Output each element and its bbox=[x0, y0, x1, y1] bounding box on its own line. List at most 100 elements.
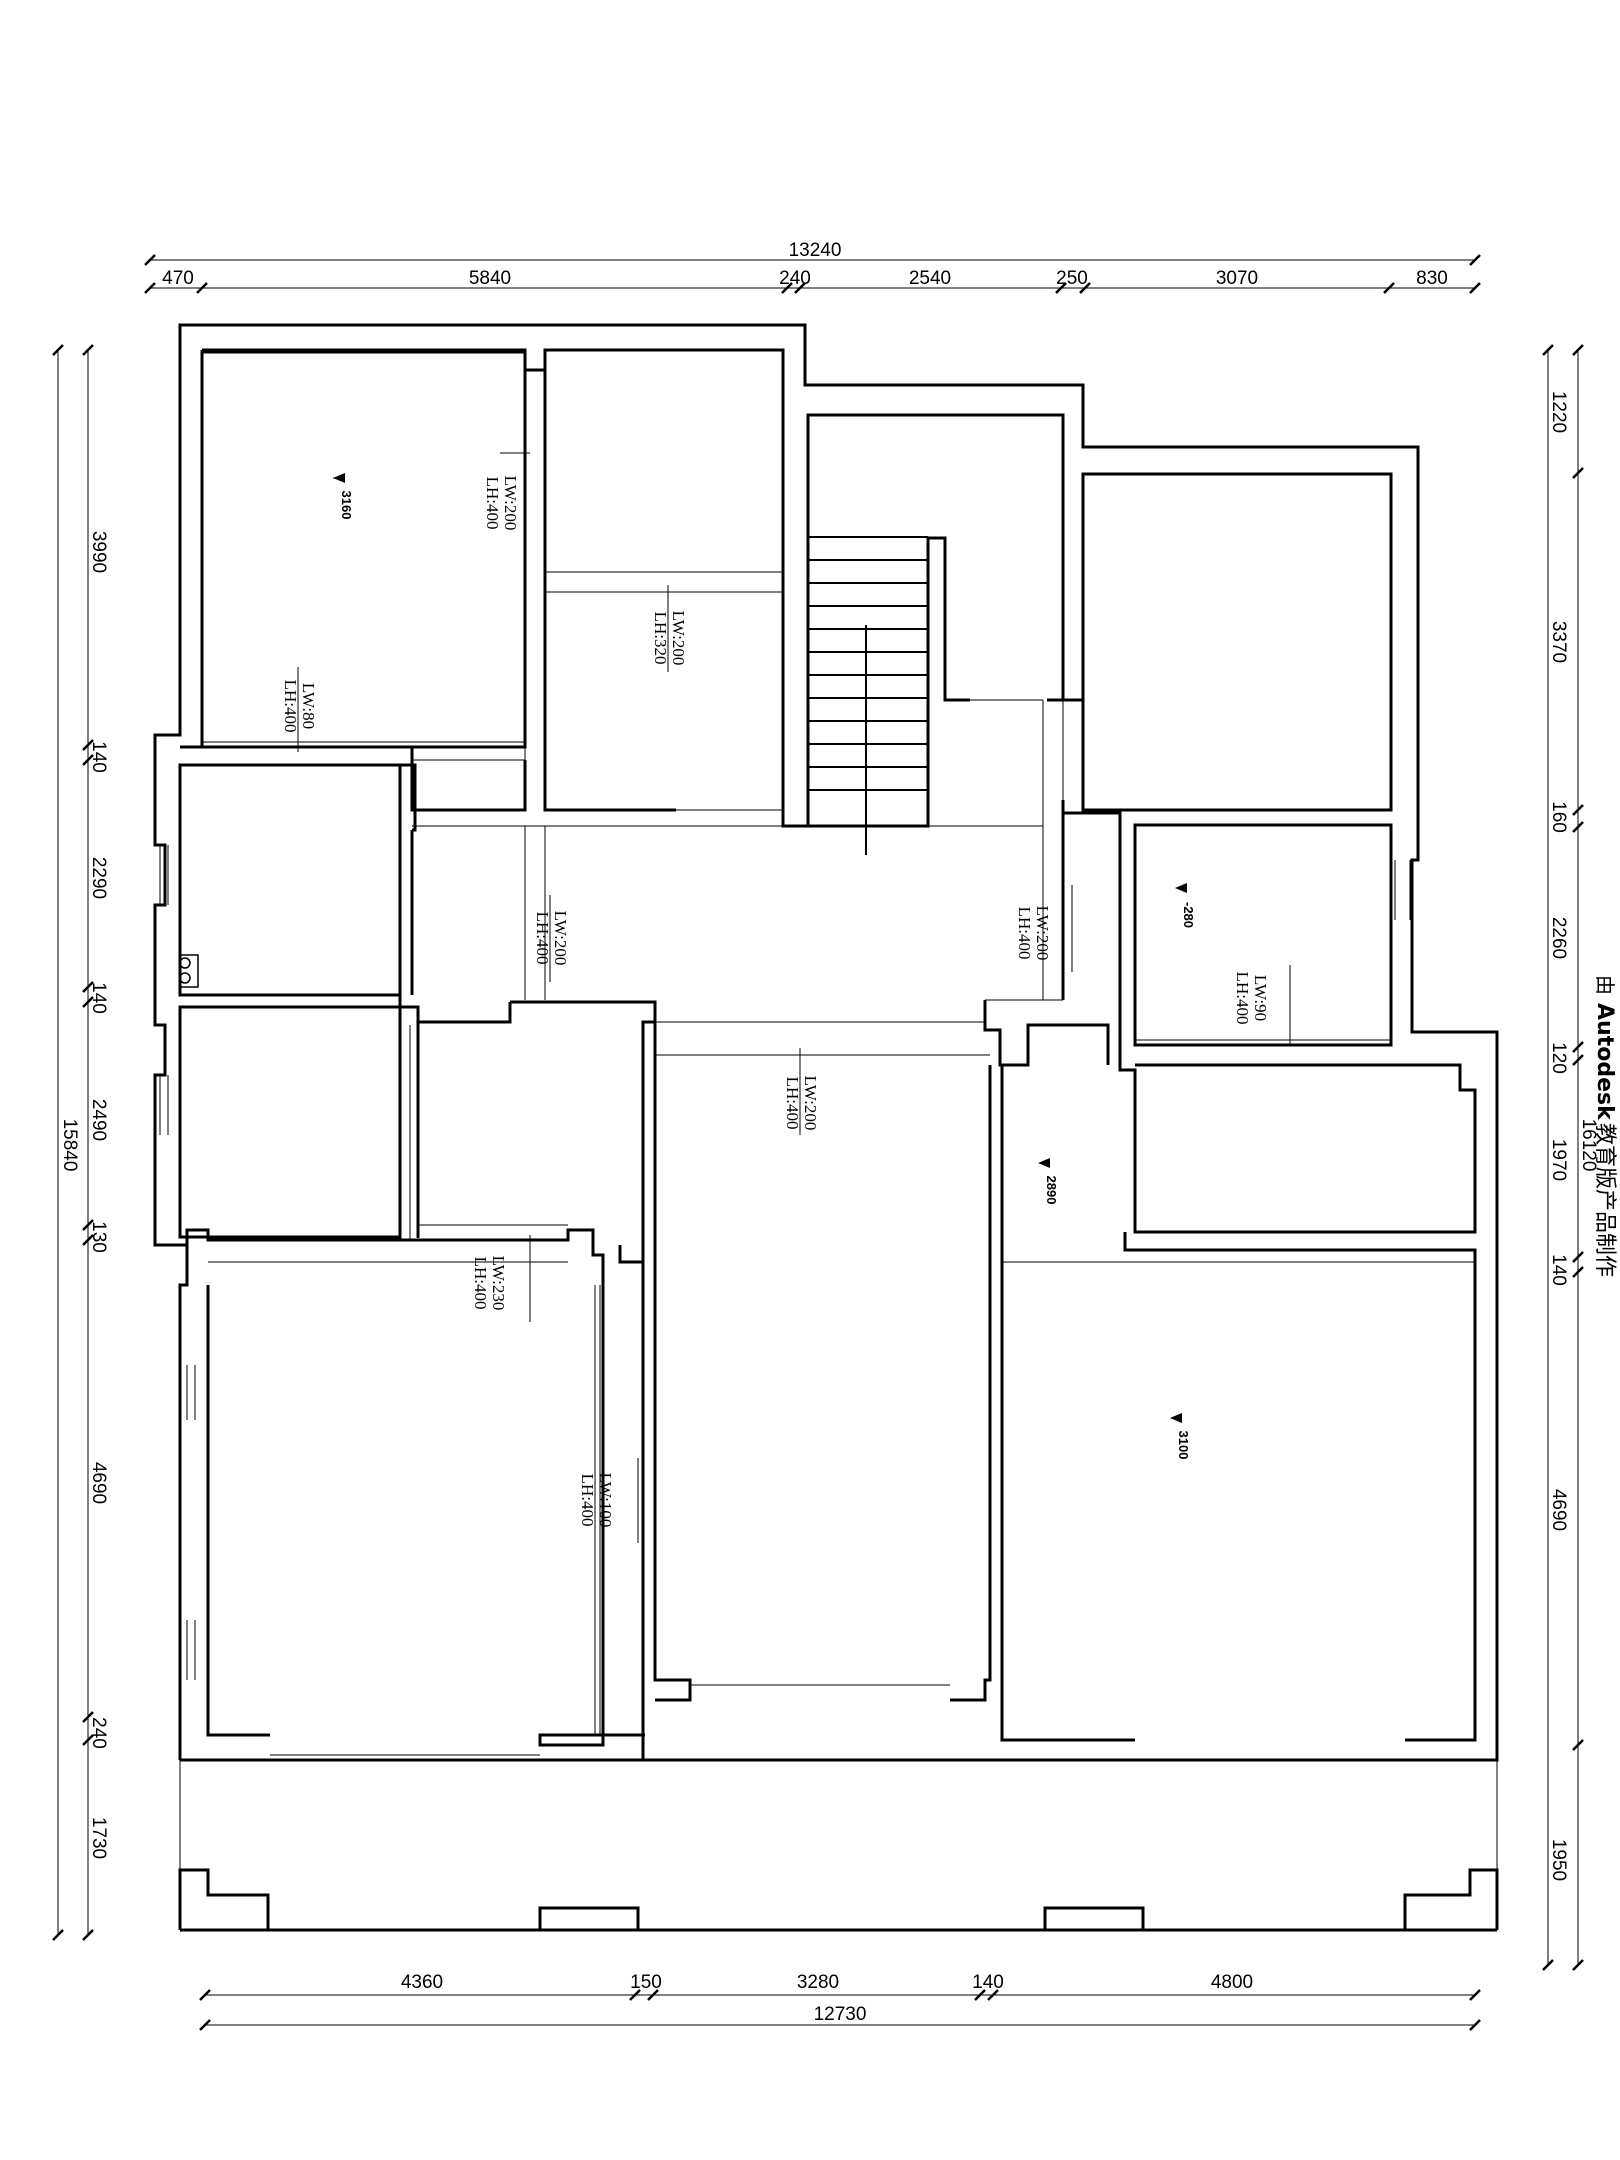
balcony-block-1 bbox=[538, 1906, 640, 1932]
autodesk-watermark: 由 Autodesk 教育版产品制作 bbox=[1592, 975, 1617, 1277]
beam-width: LW:100 bbox=[596, 1473, 615, 1528]
room-upper-left-base bbox=[202, 745, 527, 812]
center-hall-right bbox=[950, 1065, 992, 1702]
beam-height: LH:400 bbox=[578, 1474, 597, 1527]
bottom-dimension-segment: 140 bbox=[972, 1972, 1004, 1993]
beam-note: LW:100 LH:400 bbox=[578, 1473, 615, 1528]
right-dimension-segment: 140 bbox=[1548, 1254, 1569, 1286]
room-lower-left-right-wall bbox=[641, 1262, 645, 1762]
beam-note: LW:200 LH:400 bbox=[1015, 906, 1052, 961]
level-value: 3160 bbox=[339, 491, 354, 520]
beam-height: LH:400 bbox=[1015, 907, 1034, 960]
thin-lines bbox=[159, 352, 1498, 1930]
top-dimension-segment: 3070 bbox=[1216, 268, 1258, 289]
upper-right-inner-wall bbox=[1063, 698, 1085, 810]
beam-height: LH:400 bbox=[281, 680, 300, 733]
level-markers: 3160 -280 2890 3100 bbox=[333, 473, 1196, 1459]
balcony-right bbox=[1403, 1868, 1499, 1930]
left-dimension-segment: 2290 bbox=[88, 857, 109, 899]
beam-width: LW:230 bbox=[489, 1256, 508, 1311]
left-dimension-labels: 15840 3990 140 2290 140 2490 130 4690 24… bbox=[59, 531, 109, 1859]
right-dimension-segment: 160 bbox=[1548, 801, 1569, 833]
level-value: 3100 bbox=[1176, 1431, 1191, 1460]
beam-note: LW:200 LH:400 bbox=[483, 476, 520, 531]
dimension-ticks bbox=[52, 254, 1584, 2031]
beam-note: LW:90 LH:400 bbox=[1233, 972, 1270, 1025]
beam-height: LH:400 bbox=[471, 1257, 490, 1310]
bottom-dimension-segment: 4360 bbox=[401, 1972, 443, 1993]
room-upper-left bbox=[200, 350, 527, 749]
left-total-dimension: 15840 bbox=[59, 1119, 80, 1172]
stair-core bbox=[808, 536, 970, 828]
beam-note: LW:230 LH:400 bbox=[471, 1256, 508, 1311]
top-dimension-segment: 250 bbox=[1056, 268, 1088, 289]
left-dimension-segment: 2490 bbox=[88, 1099, 109, 1141]
room-upper-right bbox=[1081, 472, 1393, 812]
room-lower-left bbox=[185, 1228, 645, 1747]
left-dimension-segment: 140 bbox=[88, 741, 109, 773]
right-dimension-segment: 1970 bbox=[1548, 1139, 1569, 1181]
beam-height: LH:320 bbox=[651, 612, 670, 665]
beam-width: LW:200 bbox=[501, 476, 520, 531]
beam-note: LW:80 LH:400 bbox=[281, 680, 318, 733]
room-right-lower bbox=[1118, 1033, 1477, 1234]
left-wall-column-2 bbox=[398, 995, 420, 1025]
room-lower-right-base bbox=[1123, 1232, 1477, 1742]
right-dimension-segment: 1220 bbox=[1548, 391, 1569, 433]
beam-note: LW:200 LH:400 bbox=[533, 911, 570, 966]
bottom-dimension-segment: 3280 bbox=[797, 1972, 839, 1993]
watermark-prefix: 由 bbox=[1593, 975, 1617, 995]
room-upper-middle bbox=[543, 352, 676, 812]
level-value: -280 bbox=[1181, 902, 1196, 928]
level-marker: 3160 bbox=[333, 473, 354, 519]
bottom-dimension-labels: 4360 150 3280 140 4800 12730 bbox=[401, 1972, 1253, 2025]
balcony-left bbox=[178, 1868, 270, 1930]
stair-treads bbox=[808, 536, 928, 855]
watermark-brand: Autodesk bbox=[1592, 1003, 1617, 1121]
top-dimension-segment: 470 bbox=[162, 268, 194, 289]
right-dimension-segment: 120 bbox=[1548, 1042, 1569, 1074]
washer-fixture bbox=[179, 954, 199, 988]
beam-width: LW:200 bbox=[669, 611, 688, 666]
beam-note: LW:200 LH:400 bbox=[783, 1076, 820, 1131]
center-hall bbox=[653, 1022, 692, 1702]
beam-notes: LW:200 LH:400 LW:200 LH:320 LW:80 LH:400… bbox=[281, 476, 1270, 1528]
room-middle-left-top bbox=[418, 1002, 512, 1024]
level-value: 2890 bbox=[1044, 1176, 1059, 1205]
level-marker: 3100 bbox=[1170, 1413, 1191, 1459]
right-dimension-segment: 3370 bbox=[1548, 621, 1569, 663]
right-dimension-segment: 1950 bbox=[1548, 1839, 1569, 1881]
beam-width: LW:200 bbox=[801, 1076, 820, 1131]
room-lower-right bbox=[983, 1000, 1135, 1742]
right-dimension-segment: 2260 bbox=[1548, 917, 1569, 959]
right-total-dimension: 16120 bbox=[1578, 1119, 1599, 1172]
left-dimension-segment: 240 bbox=[88, 1717, 109, 1749]
right-dimension-segment: 4690 bbox=[1548, 1489, 1569, 1531]
bottom-dimension-segment: 4800 bbox=[1211, 1972, 1253, 1993]
room-lower-left-base bbox=[206, 1285, 270, 1737]
room-right-middle bbox=[1133, 823, 1393, 1047]
left-dimension-segment: 140 bbox=[88, 982, 109, 1014]
top-dimension-segment: 830 bbox=[1416, 268, 1448, 289]
beam-note: LW:200 LH:320 bbox=[651, 611, 688, 666]
outer-wall bbox=[153, 323, 1499, 1762]
top-dimension-labels: 13240 470 5840 240 2540 250 3070 830 bbox=[162, 240, 1448, 289]
room-left-b bbox=[178, 1005, 402, 1239]
room-upper-middle-right bbox=[781, 352, 808, 828]
outer-wall-inner bbox=[180, 350, 204, 749]
beam-height: LH:400 bbox=[783, 1077, 802, 1130]
level-marker: -280 bbox=[1175, 883, 1196, 928]
left-dimension-segment: 130 bbox=[88, 1221, 109, 1253]
top-dimension-segment: 5840 bbox=[469, 268, 511, 289]
walls bbox=[153, 323, 1499, 1932]
beam-width: LW:200 bbox=[1033, 906, 1052, 961]
right-dimension-labels: 16120 1220 3370 160 2260 120 1970 140 46… bbox=[1548, 391, 1599, 1881]
beam-height: LH:400 bbox=[533, 912, 552, 965]
beam-width: LW:90 bbox=[1251, 975, 1270, 1021]
left-dimension-segment: 1730 bbox=[88, 1817, 109, 1859]
level-marker: 2890 bbox=[1038, 1158, 1059, 1204]
beam-width: LW:80 bbox=[299, 683, 318, 729]
left-dimension-segment: 3990 bbox=[88, 531, 109, 573]
outer-wall-inner-top bbox=[202, 348, 785, 410]
